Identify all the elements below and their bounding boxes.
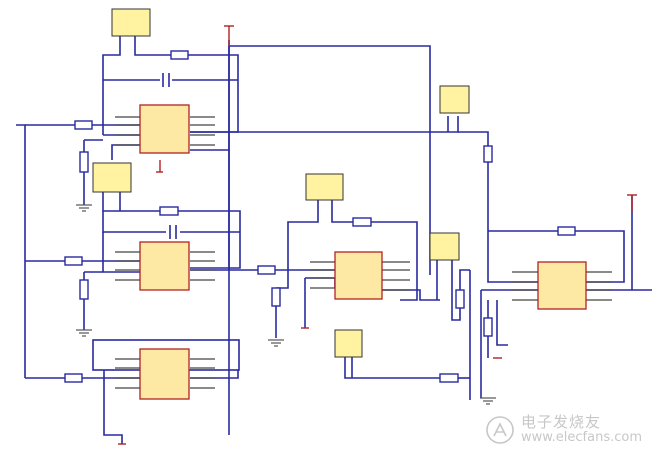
resistor xyxy=(79,279,89,300)
resistor xyxy=(64,373,83,383)
resistor xyxy=(64,256,83,266)
resistor xyxy=(159,206,179,216)
resistor xyxy=(257,265,276,275)
electronics-logo-icon xyxy=(486,416,514,444)
resistor xyxy=(74,120,93,130)
ic-chip xyxy=(512,261,612,310)
resistor xyxy=(455,289,465,309)
resistor xyxy=(271,287,281,307)
connector-block xyxy=(334,329,363,358)
resistor xyxy=(352,217,372,227)
resistor xyxy=(170,50,189,60)
ground-symbols xyxy=(76,204,496,405)
wire-network xyxy=(16,36,652,444)
capacitors xyxy=(160,73,180,239)
ic-chip xyxy=(115,241,215,291)
watermark-url: www.elecfans.com xyxy=(520,430,642,446)
resistor xyxy=(439,373,459,383)
connector-block xyxy=(111,8,151,37)
resistor xyxy=(483,317,493,337)
connector-block xyxy=(439,85,470,114)
capacitor xyxy=(160,73,172,87)
power-rails xyxy=(118,25,637,445)
connector-blocks xyxy=(92,8,470,358)
resistors xyxy=(64,50,576,383)
watermark: 电子发烧友 www.elecfans.com xyxy=(485,415,642,445)
capacitor xyxy=(166,225,180,239)
resistor xyxy=(79,151,89,173)
connector-block xyxy=(429,232,460,261)
ic-chip xyxy=(310,251,410,300)
resistor xyxy=(483,145,493,163)
resistor xyxy=(557,226,576,236)
connector-block xyxy=(92,162,132,193)
watermark-title: 电子发烧友 xyxy=(520,413,601,432)
ic-chip xyxy=(115,348,215,400)
ic-chip xyxy=(115,104,215,154)
connector-block xyxy=(305,173,344,201)
ic-chips xyxy=(115,104,612,400)
